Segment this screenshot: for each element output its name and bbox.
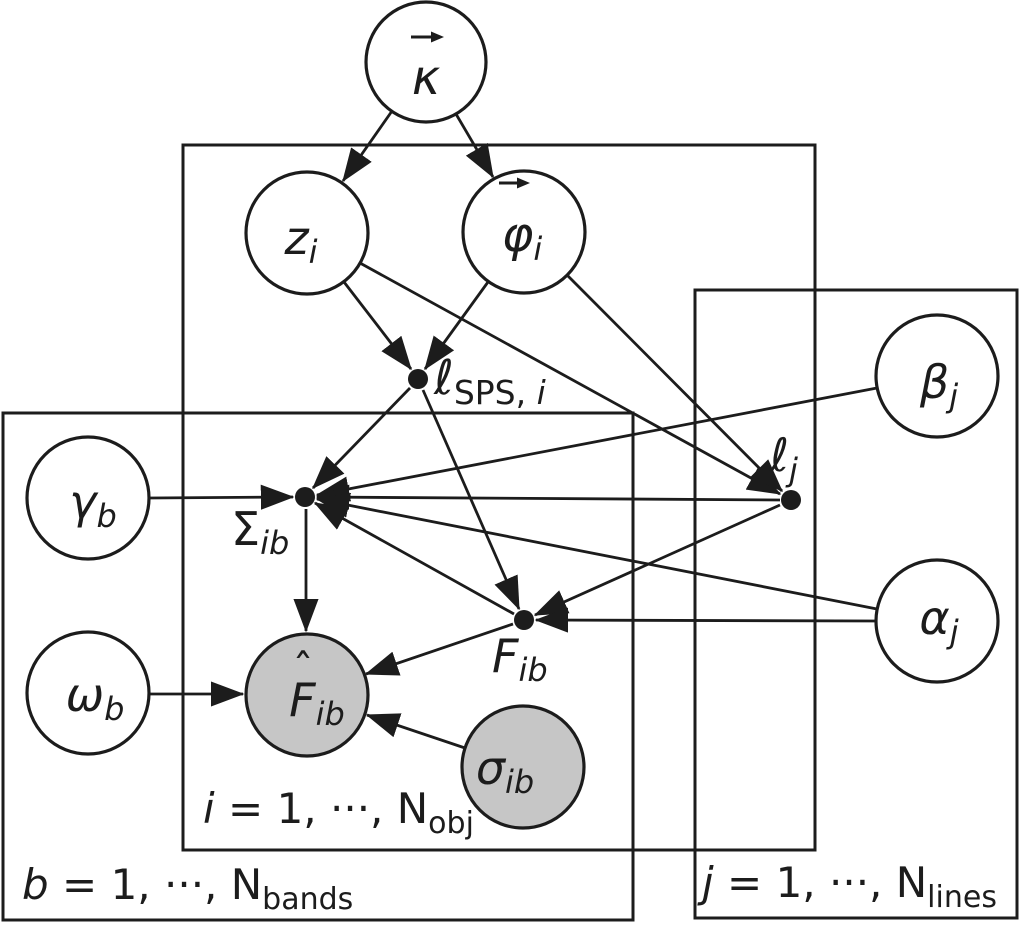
edge-phi-lline <box>566 274 783 492</box>
node-fflux-label: Fib <box>492 629 548 689</box>
node-phi-circle <box>461 169 587 295</box>
edge-kappa-phi <box>454 113 495 179</box>
node-alpha-label: αj <box>919 591 958 651</box>
edge-kappa-z <box>341 110 394 183</box>
edge-fflux-cov <box>313 501 515 616</box>
node-kappa-label: κ <box>412 50 441 106</box>
node-fhat-label: Fib <box>289 673 345 733</box>
node-alpha: αj <box>874 558 1000 684</box>
node-cov-dot <box>295 487 315 507</box>
plate-lines-label: j = 1, ···, Nlines <box>697 858 997 915</box>
edge-beta-cov <box>315 386 878 502</box>
node-omega: ωb <box>25 630 151 756</box>
node-alpha-circle <box>874 558 1000 684</box>
plate-bands <box>1 411 635 922</box>
phi-vector-arrowhead <box>517 177 530 189</box>
node-fflux-dot <box>514 610 534 630</box>
node-lline-label: ℓj <box>769 428 798 489</box>
node-beta: βj <box>874 313 1000 439</box>
node-fhat-circle <box>244 632 370 758</box>
node-fhat: ˆ Fib <box>244 632 370 758</box>
node-omega-label: ωb <box>66 668 125 728</box>
edge-lsps-cov <box>311 387 412 490</box>
node-z-label: zi <box>283 211 317 271</box>
node-beta-circle <box>874 313 1000 439</box>
node-omega-circle <box>25 630 151 756</box>
node-lline-dot <box>781 490 801 510</box>
plate-bands-label: b = 1, ···, Nbands <box>22 860 353 917</box>
node-z-circle <box>244 170 370 296</box>
edges <box>149 110 878 750</box>
edge-fflux-fhat <box>364 622 514 676</box>
node-fflux: Fib <box>492 610 548 689</box>
edge-lline-cov <box>315 484 781 510</box>
node-cov: Σib <box>231 487 315 562</box>
plate-labels: i = 1, ···, Nobj b = 1, ···, Nbands j = … <box>22 784 997 917</box>
node-z: zi <box>244 170 370 296</box>
edge-gamma-cov <box>149 484 295 510</box>
edge-z-lline <box>359 261 782 496</box>
edge-alpha-cov <box>315 492 878 611</box>
edge-sigmaobs-fhat <box>365 713 466 750</box>
node-fhat-hat: ˆ <box>293 645 314 694</box>
node-sigmaobs-label: σib <box>476 741 534 801</box>
node-sigmaobs-circle <box>460 704 586 830</box>
plate-obj-label: i = 1, ···, Nobj <box>203 784 474 841</box>
kappa-vector-arrowhead <box>431 31 444 43</box>
node-beta-label: βj <box>919 355 958 415</box>
node-lsps-label: ℓSPS, i <box>433 350 546 412</box>
node-gamma-circle <box>25 435 151 561</box>
node-gamma: γb <box>25 435 151 561</box>
edge-lline-fflux <box>533 503 781 617</box>
edge-lsps-fflux <box>421 389 521 611</box>
node-cov-label: Σib <box>231 502 289 562</box>
node-lsps-dot <box>408 369 428 389</box>
node-lsps: ℓSPS, i <box>408 350 546 412</box>
node-kappa-circle <box>364 0 488 124</box>
edge-alpha-fflux <box>534 607 877 633</box>
node-sigmaobs: σib <box>460 704 586 830</box>
node-kappa: κ <box>364 0 488 124</box>
node-phi-label: φi <box>502 207 543 268</box>
node-phi: φi <box>461 169 587 295</box>
node-gamma-label: γb <box>69 475 117 535</box>
node-lline: ℓj <box>769 428 801 510</box>
plate-lines <box>693 288 1019 920</box>
edge-z-lsps <box>342 281 413 371</box>
edge-phi-lsps <box>423 281 490 371</box>
